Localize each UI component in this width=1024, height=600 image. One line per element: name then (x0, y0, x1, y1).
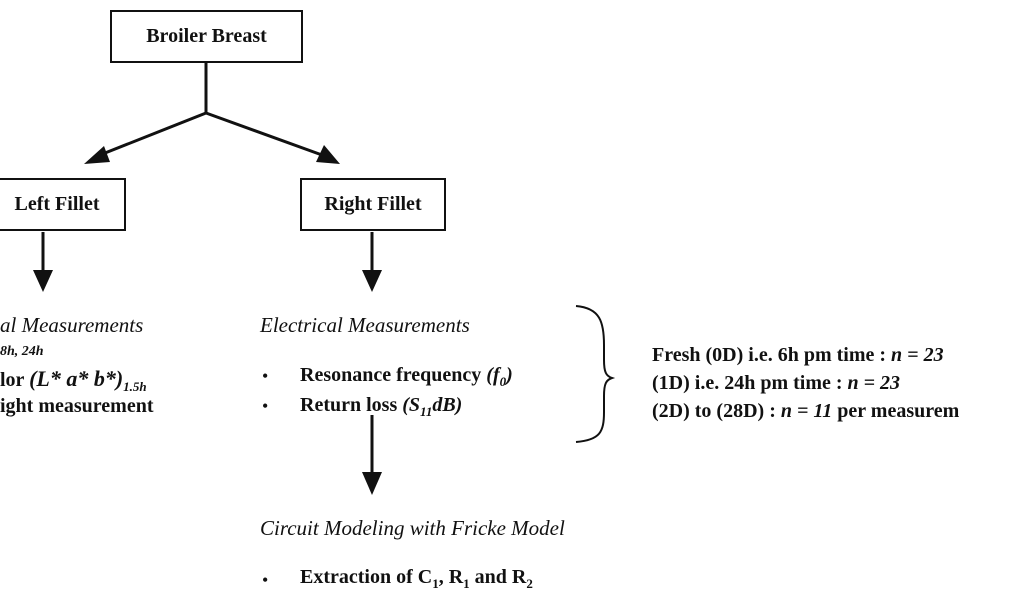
resonance-label: Resonance frequency (300, 364, 487, 386)
bullet-icon: • (262, 366, 269, 386)
bullet-extraction: Extraction of C1, R1 and R2 (300, 566, 533, 592)
bullet-return-loss: Return loss (S11dB) (300, 394, 462, 420)
left-line-weight: ight measurement (0, 395, 154, 417)
arrowhead-right (316, 145, 340, 164)
branch-right (205, 111, 323, 157)
s-subscript: 11 (420, 404, 433, 419)
sample-count: n = 23 (891, 344, 944, 366)
timing-text: (2D) to (28D) : (652, 400, 781, 422)
timing-1d: (1D) i.e. 24h pm time : n = 23 (652, 372, 900, 395)
modeling-heading: Circuit Modeling with Fricke Model (260, 516, 565, 540)
left-line-times: 8h, 24h (0, 344, 44, 359)
bullet-resonance: Resonance frequency (f0) (300, 364, 513, 390)
bullet-icon: • (262, 570, 269, 590)
arrowhead-left-down (33, 270, 53, 292)
timing-fresh: Fresh (0D) i.e. 6h pm time : n = 23 (652, 344, 944, 367)
timing-2d-28d: (2D) to (28D) : n = 11 per measurem (652, 400, 959, 423)
timing-suffix: per measurem (832, 400, 960, 422)
return-loss-label: Return loss (300, 394, 403, 416)
branch-left (99, 111, 207, 157)
f-close: ) (506, 364, 513, 386)
left-line-color: lor (L* a* b*)1.5h (0, 366, 147, 395)
sample-count: n = 23 (847, 372, 901, 394)
timing-text: (1D) i.e. 24h pm time : (652, 372, 848, 394)
timing-text: Fresh (0D) i.e. 6h pm time : (652, 344, 892, 366)
broiler-breast-box: Broiler Breast (110, 10, 303, 63)
r2-label: and R (469, 566, 527, 588)
left-heading: al Measurements (0, 313, 144, 337)
broiler-breast-label: Broiler Breast (146, 25, 267, 47)
f-subscript: 0 (499, 374, 507, 389)
f-symbol: (f (486, 364, 500, 386)
left-fillet-box: Left Fillet (0, 178, 126, 231)
r1-sub: 1 (463, 576, 470, 591)
r2-sub: 2 (526, 576, 533, 591)
right-fillet-label: Right Fillet (324, 193, 422, 215)
color-label: lor (0, 369, 30, 391)
arrowhead-left (84, 146, 110, 164)
electrical-heading: Electrical Measurements (260, 313, 470, 337)
curly-brace (575, 305, 616, 443)
extraction-label: Extraction of C (300, 566, 433, 588)
right-fillet-box: Right Fillet (300, 178, 446, 231)
s-symbol: (S (402, 394, 421, 416)
r1-label: , R (438, 566, 464, 588)
left-fillet-label: Left Fillet (14, 193, 100, 215)
arrowhead-modeling (362, 472, 382, 495)
bullet-icon: • (262, 396, 269, 416)
s-unit: dB) (432, 394, 463, 416)
lab-subscript: 1.5h (123, 379, 147, 394)
sample-count: n = 11 (780, 400, 833, 422)
lab-formula: (L* a* b*) (29, 366, 124, 391)
arrowhead-right-down (362, 270, 382, 292)
c1-sub: 1 (432, 576, 439, 591)
